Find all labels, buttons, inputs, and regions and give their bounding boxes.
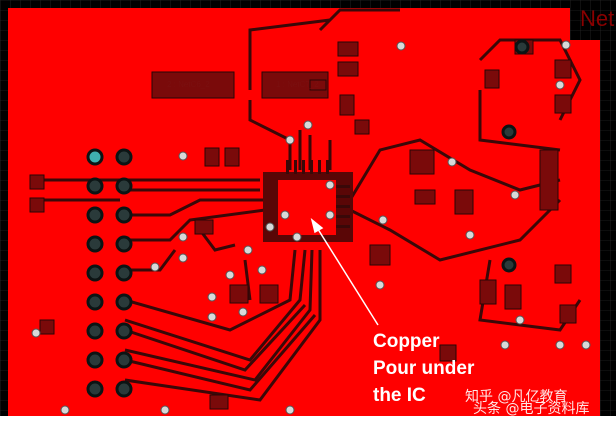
corner-net-label: Net (580, 6, 615, 31)
watermark-zhihu: 知乎 @凡亿教育 (465, 389, 568, 405)
annotation-arrow (310, 218, 379, 326)
annotation-line-2: Pour under (373, 358, 475, 379)
ic-copper-pour (278, 180, 336, 235)
through-hole-pads (86, 39, 530, 398)
vias (31, 40, 591, 415)
annotation-label: Copper Pour under the IC (373, 328, 474, 409)
annotation-line-1: Copper (373, 331, 440, 352)
ic-footprint (263, 160, 353, 242)
smd-pads (29, 39, 577, 410)
watermark-toutiao: 头条 @电子资料库 (473, 401, 590, 417)
c6-net-label: 2 : NetC6_2 (167, 80, 210, 89)
annotation-line-3: the IC (373, 385, 426, 406)
c7-net-label: 1 : NetC7_2 (276, 80, 319, 89)
